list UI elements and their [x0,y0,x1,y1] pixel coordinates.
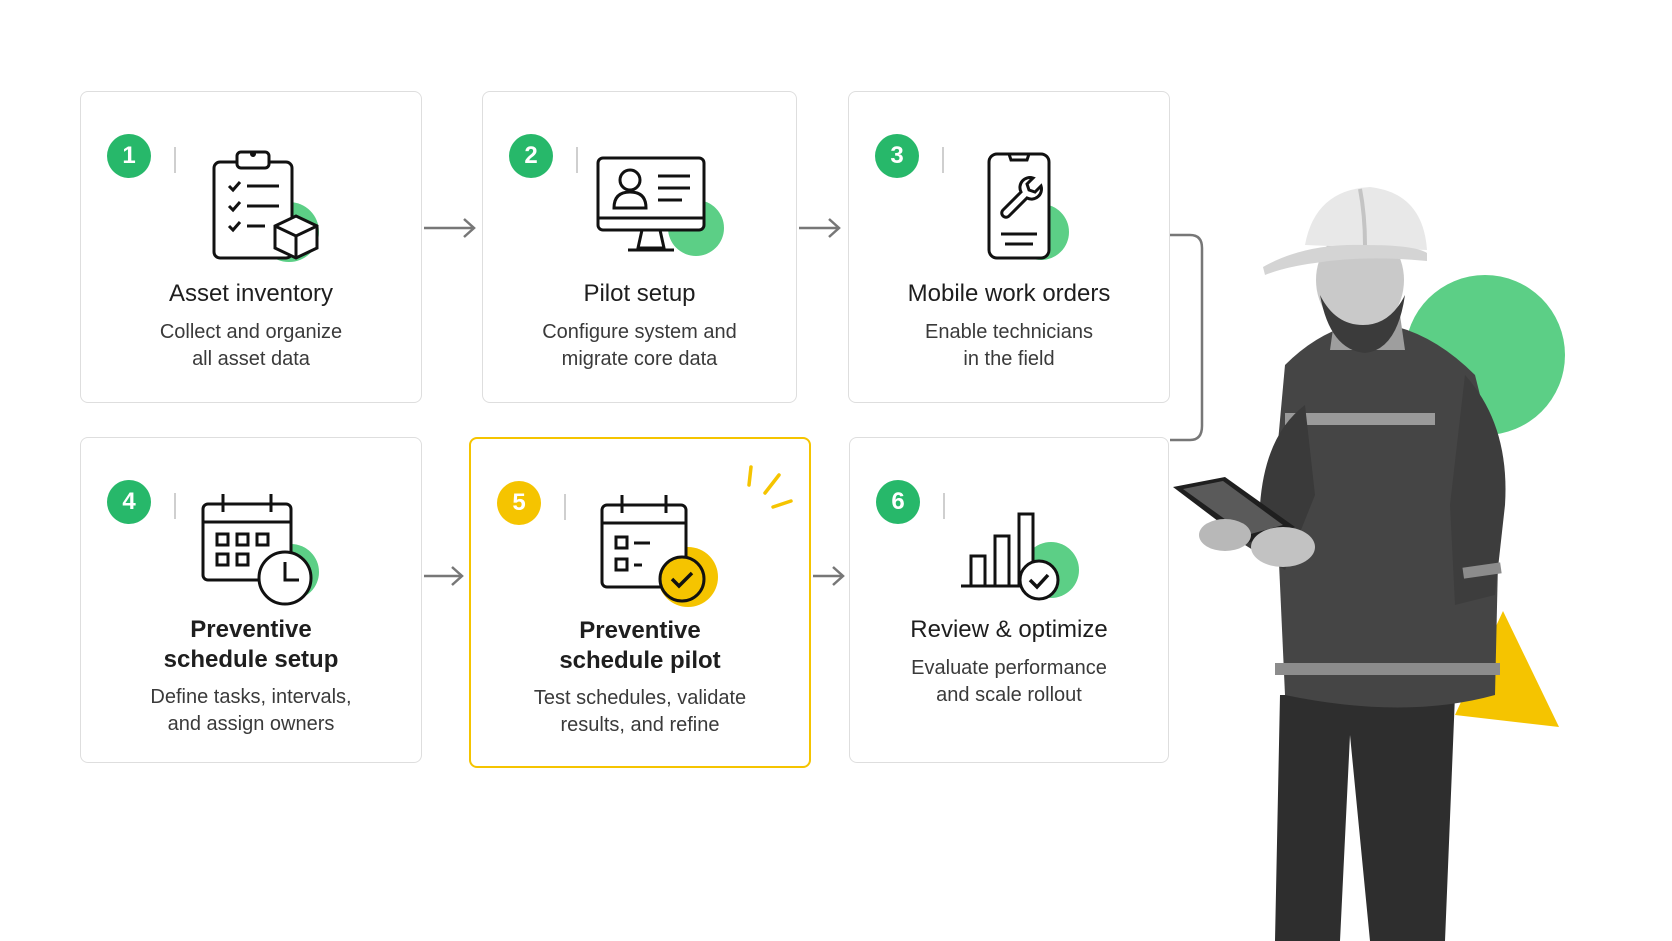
step-desc-line2: all asset data [192,348,310,370]
divider [942,147,944,173]
step-desc-line1: Enable technicians [925,321,1093,343]
divider [943,493,945,519]
divider [174,147,176,173]
step-card-4: 4 Preventive schedule setup Define tasks… [80,437,422,763]
step-title: Review & optimize [910,616,1108,643]
calendar-check-icon [600,495,718,607]
calendar-clock-icon [201,494,319,606]
step-desc-line1: Evaluate performance [911,657,1107,679]
step-number-badge: 3 [875,134,919,178]
step-number-badge: 5 [497,481,541,525]
step-card-5: 5 Preventive schedule pilot Test schedul… [469,437,811,768]
step-desc-line1: Configure system and [542,321,737,343]
connector-bracket [1170,233,1204,442]
divider [576,147,578,173]
step-title-line2: schedule pilot [559,647,721,674]
divider [564,494,566,520]
step-title: Mobile work orders [907,280,1111,307]
step-number-badge: 2 [509,134,553,178]
step-number-badge: 4 [107,480,151,524]
step-title-line1: Preventive [190,616,312,643]
step-desc-line1: Collect and organize [159,321,343,343]
bar-chart-check-icon [961,512,1079,601]
spark-lines-icon [747,465,793,509]
step-desc-line1: Define tasks, intervals, [150,686,352,708]
step-desc-line2: results, and refine [560,714,720,736]
phone-wrench-icon [987,152,1069,260]
step-card-1: 1 Asset inventory Collect and organize a… [80,91,422,403]
step-number-badge: 1 [107,134,151,178]
arrow-right-icon [424,566,464,586]
clipboard-checklist-icon [212,150,319,262]
step-number-badge: 6 [876,480,920,524]
step-card-6: 6 Review & optimize Evaluate performance… [849,437,1169,763]
arrow-right-icon [424,218,476,238]
step-card-2: 2 Pilot setup Configure system and migra… [482,91,797,403]
step-desc-line2: and assign owners [167,713,335,735]
step-desc-line2: and scale rollout [936,684,1082,706]
arrow-right-icon [799,218,841,238]
monitor-profile-icon [596,156,724,256]
step-title-line1: Preventive [579,617,701,644]
divider [174,493,176,519]
technician-illustration [1173,187,1506,941]
step-card-3: 3 Mobile work orders Enable technicians … [848,91,1170,403]
step-title: Asset inventory [168,280,334,307]
step-desc-line2: in the field [963,348,1055,370]
arrow-right-icon [813,566,845,586]
step-title: Pilot setup [583,280,696,307]
step-title-line2: schedule setup [163,646,339,673]
step-desc-line1: Test schedules, validate [533,687,747,709]
step-desc-line2: migrate core data [561,348,718,370]
